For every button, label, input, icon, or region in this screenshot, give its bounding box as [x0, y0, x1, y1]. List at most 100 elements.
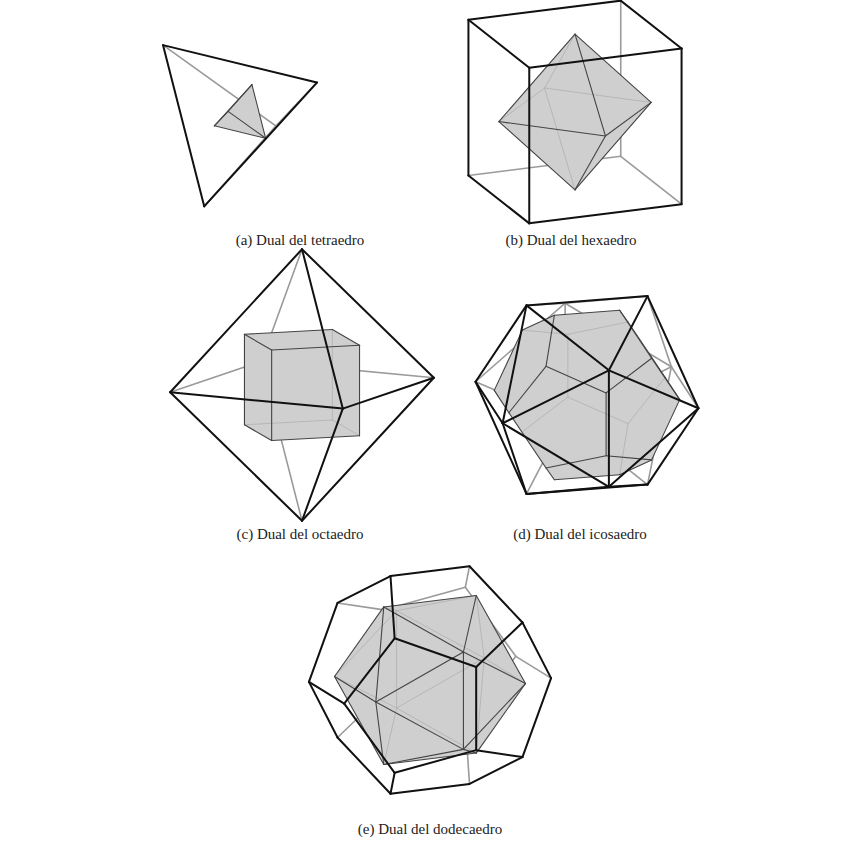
visible-edge	[609, 408, 699, 487]
visible-edge	[309, 682, 344, 704]
dual-edge	[384, 607, 464, 652]
dual-edge	[554, 310, 619, 315]
dual-edge	[228, 85, 252, 112]
visible-edge	[344, 704, 394, 773]
polyhedron-figure	[170, 249, 434, 521]
dual-edge	[214, 126, 265, 138]
dual-edge	[575, 34, 605, 136]
dual-edge	[332, 329, 359, 345]
visible-edge	[163, 45, 204, 206]
dual-hidden-edge	[384, 708, 397, 764]
visible-edge	[522, 623, 551, 679]
visible-edge	[503, 370, 609, 423]
visible-edge	[343, 378, 434, 409]
dual-hidden-edge	[545, 88, 575, 190]
visible-edge	[476, 750, 522, 757]
dual-edge	[606, 393, 607, 456]
dual-solid	[494, 310, 679, 479]
visible-edge	[609, 370, 699, 408]
hidden-edge	[621, 156, 682, 204]
visible-edge	[468, 20, 529, 68]
polyhedron-figure	[163, 45, 317, 206]
visible-edge	[467, 20, 469, 176]
dual-hidden-edge	[545, 34, 575, 88]
polyhedron-figure	[476, 296, 699, 494]
visible-edge	[648, 296, 699, 408]
visible-edge	[503, 305, 527, 423]
dual-solid	[499, 34, 651, 190]
dual-edge	[476, 596, 525, 684]
dual-hidden-edge	[620, 424, 628, 475]
visible-edge	[204, 83, 317, 207]
visible-edge	[338, 738, 391, 794]
dual-edge	[509, 366, 546, 412]
subfigure-caption: (a) Dual del tetraedro	[236, 232, 365, 249]
visible-edge	[395, 750, 477, 773]
subfigure-caption: (e) Dual del dodecaedro	[358, 821, 503, 838]
visible-edge	[470, 757, 523, 784]
visible-edge	[170, 249, 302, 392]
visible-edge	[468, 175, 529, 223]
dual-edge	[499, 122, 606, 136]
visible-edge	[302, 249, 343, 408]
dual-edge	[546, 366, 606, 393]
dual-hidden-edge	[476, 658, 484, 753]
visible-edge	[648, 408, 699, 484]
dual-edge	[546, 468, 554, 480]
subfigure-caption: (c) Dual del octaedro	[236, 526, 363, 543]
visible-edge	[529, 204, 681, 223]
visible-edge	[476, 382, 527, 494]
visible-edge	[621, 1, 682, 49]
dual-edge	[384, 596, 477, 607]
subfigure-caption: (d) Dual del icosaedro	[513, 526, 647, 543]
visible-edge	[503, 423, 609, 487]
dual-hidden-edge	[567, 334, 568, 397]
visible-edge	[170, 392, 343, 408]
dual-hidden-edge	[628, 377, 665, 423]
visible-edge	[170, 392, 302, 520]
dual-edge	[575, 102, 651, 189]
dual-hidden-edge	[568, 397, 628, 424]
dual-edge	[575, 136, 605, 190]
visible-edge	[476, 623, 522, 668]
visible-edge	[391, 576, 395, 638]
dual-solid	[244, 329, 359, 440]
visible-edge	[344, 638, 394, 703]
visible-edge	[391, 566, 470, 576]
visible-edge	[468, 1, 620, 20]
visible-edge	[526, 485, 647, 494]
dual-edge	[499, 122, 575, 190]
dual-edge	[463, 596, 476, 652]
subfigure-caption: (b) Dual del hexaedro	[505, 232, 636, 249]
dual-edge	[575, 34, 651, 102]
dual-edge	[359, 345, 360, 436]
dual-edge	[244, 334, 271, 350]
polyhedron-figure	[468, 1, 681, 224]
visible-edge	[475, 667, 477, 750]
visible-edge	[302, 409, 343, 521]
visible-edge	[302, 378, 434, 521]
visible-edge	[391, 773, 395, 794]
dual-edge	[376, 702, 464, 749]
dual-hidden-edge	[545, 88, 652, 102]
dual-edge	[272, 345, 360, 350]
dual-edge	[494, 330, 522, 390]
dual-hidden-edge	[476, 596, 484, 658]
dual-hidden-edge	[568, 322, 628, 334]
visible-edge	[529, 49, 681, 68]
visible-edge	[528, 68, 530, 224]
dual-edge	[244, 329, 332, 334]
dual-edge	[335, 607, 384, 677]
visible-edge	[309, 603, 338, 682]
dual-hidden-edge	[397, 596, 477, 611]
dual-edge	[244, 334, 245, 425]
visible-edge	[503, 423, 527, 494]
visible-edge	[522, 678, 551, 757]
visible-edge	[302, 249, 434, 377]
dual-hidden-edge	[244, 420, 332, 425]
visible-edge	[391, 784, 470, 794]
dual-edge	[252, 85, 266, 139]
dual-hidden-edge	[332, 329, 333, 420]
